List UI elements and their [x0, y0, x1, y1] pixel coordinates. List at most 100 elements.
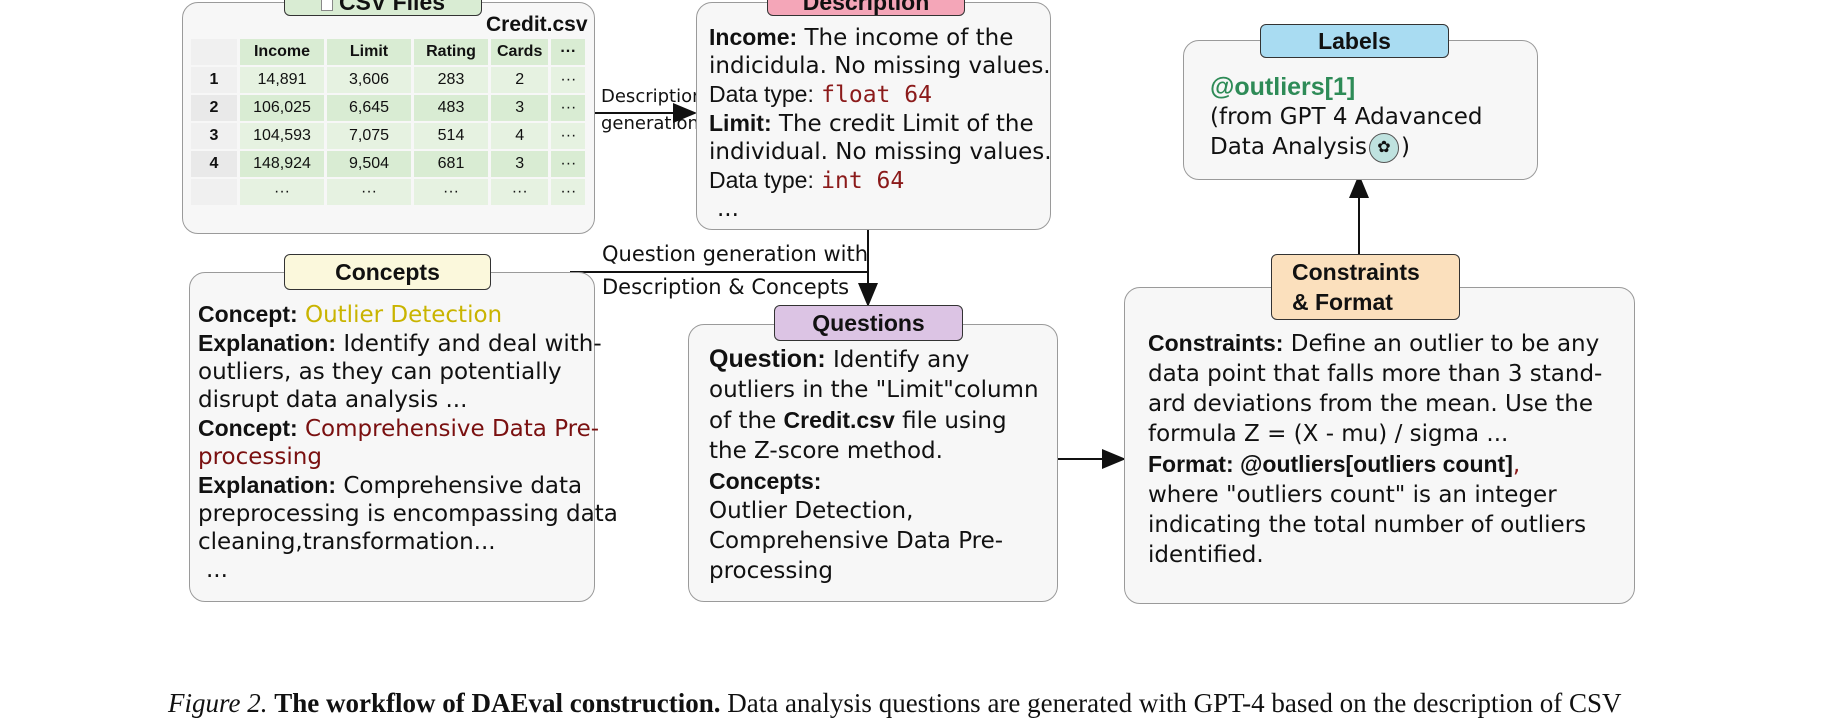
constraints-line2: data point that falls more than 3 stand-: [1148, 361, 1603, 387]
table-cell: 4: [491, 123, 549, 149]
description-generation-line2: generation: [601, 113, 699, 134]
csv-header-cell: [191, 39, 237, 65]
caption-text: Data analysis questions are generated wi…: [720, 688, 1622, 718]
table-cell: 283: [414, 67, 488, 93]
csv-files-tab: CSV Files: [284, 0, 482, 16]
constraints-panel: [1124, 287, 1635, 604]
table-cell: ···: [551, 151, 586, 177]
explanation-label: Explanation:: [198, 330, 337, 356]
description-ellipsis: ...: [717, 196, 739, 222]
explanation-1-line2: outliers, as they can potentially: [198, 359, 562, 385]
table-cell: 9,504: [327, 151, 411, 177]
labels-tab: Labels: [1260, 24, 1449, 58]
explanation-1-line1: Identify and deal with-: [336, 331, 602, 357]
limit-text-2: individual. No missing values.: [709, 139, 1052, 165]
table-cell: [191, 179, 237, 205]
concept-outlier-detection: Outlier Detection: [304, 302, 503, 328]
table-cell: 3: [491, 151, 549, 177]
description-generation-line1: Description: [601, 86, 704, 107]
csv-header-cell: ···: [551, 39, 586, 65]
constraints-tab-line1: Constraints: [1292, 259, 1420, 285]
concepts-content: Concept: Outlier Detection Explanation: …: [198, 300, 618, 584]
table-cell: 514: [414, 123, 488, 149]
table-cell: ···: [491, 179, 549, 205]
constraints-line3: ard deviations from the mean. Use the: [1148, 391, 1594, 417]
income-text-2: indicidula. No missing values.: [709, 53, 1051, 79]
table-cell: ···: [327, 179, 411, 205]
table-cell: 7,075: [327, 123, 411, 149]
concepts-tab: Concepts: [284, 254, 491, 290]
questions-concept2: Comprehensive Data Pre-: [709, 528, 1004, 554]
table-cell: 1: [191, 67, 237, 93]
labels-panel: [1183, 40, 1538, 180]
table-cell: ···: [551, 95, 586, 121]
table-cell: 3,606: [327, 67, 411, 93]
constraints-label: Constraints:: [1148, 330, 1284, 356]
label-value: @outliers[1]: [1210, 73, 1356, 101]
csv-table: Income Limit Rating Cards ··· 1 14,891 3…: [188, 37, 588, 207]
table-cell: 2: [491, 67, 549, 93]
question-line1: Identify any: [825, 347, 970, 373]
format-line1: where "outliers count" is an integer: [1148, 482, 1557, 508]
csv-header-cell: Limit: [327, 39, 411, 65]
csv-header-cell: Rating: [414, 39, 488, 65]
concepts-panel: [189, 272, 595, 602]
caption-figure-number: Figure 2.: [168, 688, 268, 718]
explanation-2-line3: cleaning,transformation...: [198, 529, 496, 555]
table-cell: 681: [414, 151, 488, 177]
format-label: Format: @outliers[outliers count]: [1148, 451, 1513, 477]
csv-header-cell: Income: [240, 39, 324, 65]
question-filename: Credit.csv: [783, 407, 895, 433]
constraints-content: Constraints: Define an outlier to be any…: [1148, 328, 1602, 570]
labels-content: @outliers[1] (from GPT 4 Adavanced Data …: [1210, 72, 1483, 163]
constraints-tab: Constraints & Format: [1271, 254, 1460, 320]
question-generation-line2: Description & Concepts: [602, 275, 850, 299]
table-cell: 483: [414, 95, 488, 121]
table-cell: ···: [414, 179, 488, 205]
table-cell: 3: [491, 95, 549, 121]
income-label: Income:: [709, 24, 798, 50]
explanation-label: Explanation:: [198, 472, 337, 498]
format-line2: indicating the total number of outliers: [1148, 512, 1587, 538]
question-line3-pre: of the: [709, 408, 784, 434]
table-cell: 4: [191, 151, 237, 177]
explanation-2-line1: Comprehensive data: [336, 473, 583, 499]
limit-text: The credit Limit of the: [771, 111, 1034, 137]
label-source-close: ): [1401, 134, 1410, 160]
limit-label: Limit:: [709, 110, 772, 136]
limit-dtype: int 64: [821, 168, 905, 194]
table-row: 4 148,924 9,504 681 3 ···: [191, 151, 586, 177]
caption-title: The workflow of DAEval construction.: [274, 688, 721, 718]
questions-concept3: processing: [709, 558, 833, 584]
concepts-ellipsis: ...: [206, 557, 228, 583]
dtype-label: Data type:: [709, 167, 814, 193]
figure-caption: Figure 2. The workflow of DAEval constru…: [168, 688, 1622, 719]
table-row: 3 104,593 7,075 514 4 ···: [191, 123, 586, 149]
question-line3-post: file using: [894, 408, 1007, 434]
table-cell: 6,645: [327, 95, 411, 121]
explanation-1-line3: disrupt data analysis ...: [198, 387, 468, 413]
csv-header-row: Income Limit Rating Cards ···: [191, 39, 586, 65]
table-cell: 104,593: [240, 123, 324, 149]
table-cell: 3: [191, 123, 237, 149]
table-cell: ···: [551, 179, 586, 205]
question-generation-label: Question generation with Description & C…: [602, 242, 868, 299]
concept-label: Concept:: [198, 301, 298, 327]
questions-concepts-label: Concepts:: [709, 468, 822, 494]
csv-header-cell: Cards: [491, 39, 549, 65]
table-row: ··· ··· ··· ··· ···: [191, 179, 586, 205]
table-cell: ···: [240, 179, 324, 205]
format-comma: ,: [1512, 452, 1521, 478]
label-source-line2: Data Analysis: [1210, 134, 1367, 160]
income-dtype: float 64: [821, 82, 932, 108]
questions-panel: [688, 324, 1058, 602]
questions-concept1: Outlier Detection,: [709, 498, 914, 524]
table-cell: 106,025: [240, 95, 324, 121]
dtype-label: Data type:: [709, 81, 814, 107]
table-cell: 14,891: [240, 67, 324, 93]
table-cell: ···: [551, 67, 586, 93]
constraints-line4: formula Z = (X - mu) / sigma ...: [1148, 421, 1509, 447]
table-cell: ···: [551, 123, 586, 149]
table-cell: 2: [191, 95, 237, 121]
